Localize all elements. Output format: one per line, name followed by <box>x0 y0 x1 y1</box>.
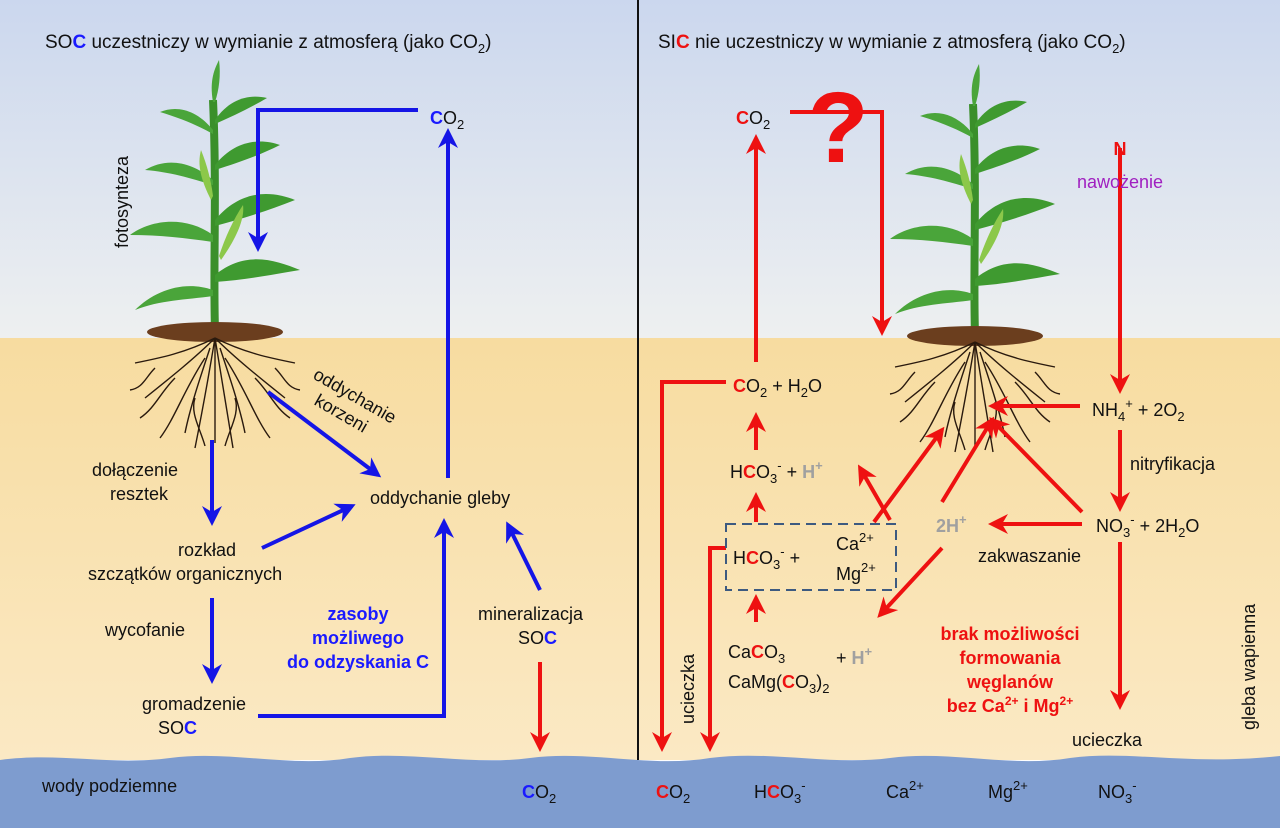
box-hco3-label: HCO3- + <box>733 544 800 572</box>
2h-to-caco3-arrow <box>877 546 944 618</box>
soil-background <box>0 338 1280 760</box>
groundwater-no3: NO3- <box>1098 778 1137 806</box>
accumulation-label-1: gromadzenie <box>142 694 246 714</box>
residue-label-1: dołączenie <box>92 460 178 480</box>
right-arrows <box>652 110 1130 752</box>
withdrawal-label: wycofanie <box>104 620 185 640</box>
recoverable-stock-label-1: zasoby <box>327 604 388 624</box>
accumulation-arrow <box>258 518 454 718</box>
right-title: SIC nie uczestniczy w wymianie z atmosfe… <box>658 32 1126 56</box>
no-carbonate-label-4: bez Ca2+ i Mg2+ <box>947 694 1073 716</box>
mineralization-label-1: mineralizacja <box>478 604 584 624</box>
root-respiration-arrow <box>266 390 382 478</box>
2h-label: 2H+ <box>936 512 967 536</box>
co2-h2o-label: CO2 + H2O <box>733 376 822 400</box>
residue-label-2: resztek <box>110 484 169 504</box>
bicarbonate-box <box>725 523 897 591</box>
left-title: SOC uczestniczy w wymianie z atmosferą (… <box>45 32 491 56</box>
2h-to-roots-arrow <box>940 416 995 504</box>
nitrate-label: NO3- + 2H2O <box>1096 512 1199 540</box>
groundwater-ca: Ca2+ <box>886 778 924 802</box>
recoverable-stock-label-2: możliwego <box>312 628 404 648</box>
mineralization-arrow <box>506 521 542 591</box>
decomposition-label-1: rozkład <box>178 540 236 560</box>
right-co2-label: CO2 <box>736 108 770 132</box>
recoverable-stock-label-3: do odzyskania C <box>287 652 429 672</box>
left-arrows <box>202 108 542 718</box>
no3-to-roots-arrow <box>989 417 1084 514</box>
box-to-hplus-arrow <box>858 464 892 521</box>
calcareous-soil-label: gleba wapienna <box>1239 603 1259 730</box>
mineralization-label-2: SOC <box>518 628 557 648</box>
question-arrow <box>790 110 892 336</box>
right-leak-label: ucieczka <box>1072 730 1143 750</box>
caco3-hplus-label: + H+ <box>836 644 873 668</box>
photosynthesis-arrow <box>248 108 418 252</box>
fertilization-label: nawożenie <box>1077 172 1163 192</box>
nitrification-label: nitryfikacja <box>1130 454 1216 474</box>
camgco3-label: CaMg(CO3)2 <box>728 672 830 696</box>
co2-leak-arrow <box>652 380 726 752</box>
no-carbonate-label-2: formowania <box>959 648 1061 668</box>
groundwater-co2-left: CO2 <box>522 782 556 806</box>
ammonium-label: NH4+ + 2O2 <box>1092 396 1185 424</box>
box-to-roots-arrow <box>872 426 945 524</box>
question-mark: ? <box>807 72 868 184</box>
groundwater-label: wody podziemne <box>41 776 177 796</box>
box-ca-label: Ca2+ <box>836 530 874 554</box>
caco3-label: CaCO3 <box>728 642 785 666</box>
accumulation-label-2: SOC <box>158 718 197 738</box>
decomposition-arrow <box>261 503 356 550</box>
groundwater-hco3: HCO3- <box>754 778 806 806</box>
groundwater-band <box>0 755 1280 828</box>
groundwater-co2-right: CO2 <box>656 782 690 806</box>
no-carbonate-label-1: brak możliwości <box>940 624 1079 644</box>
hco3-h-label: HCO3- + H+ <box>730 458 823 486</box>
acidification-label: zakwaszanie <box>978 546 1081 566</box>
fotosynteza-label: fotosynteza <box>112 155 132 248</box>
left-co2-label: CO2 <box>430 108 464 132</box>
decomposition-label-2: szczątków organicznych <box>88 564 282 584</box>
groundwater-mg: Mg2+ <box>988 778 1028 802</box>
hco3-leak-arrow <box>700 546 726 752</box>
no-carbonate-label-3: węglanów <box>966 672 1054 692</box>
vertical-leak-label: ucieczka <box>678 653 698 724</box>
soil-respiration-label: oddychanie gleby <box>370 488 510 508</box>
nitrogen-label: N <box>1114 139 1127 159</box>
box-mg-label: Mg2+ <box>836 560 876 584</box>
